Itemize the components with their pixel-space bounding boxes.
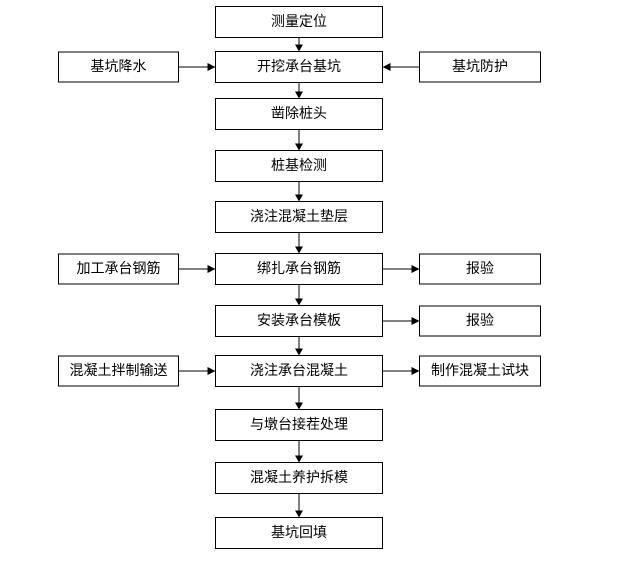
main-arrow-8 <box>295 386 303 410</box>
main-step-1: 测量定位 <box>215 6 383 38</box>
main-step-2: 开挖承台基坑 <box>215 51 383 83</box>
right-step-2-label: 报验 <box>466 261 494 277</box>
left-step-1-label: 基坑降水 <box>91 58 147 75</box>
right-arrow-4 <box>382 367 420 375</box>
right-arrow-3 <box>382 317 420 325</box>
left-arrow-3 <box>178 367 216 375</box>
left-step-3: 混凝土拌制输送 <box>58 355 179 387</box>
left-arrow-2 <box>178 265 216 273</box>
main-step-5: 浇注混凝土垫层 <box>215 201 383 233</box>
main-step-8: 浇注承台混凝土 <box>215 355 383 387</box>
main-arrow-6 <box>295 284 303 306</box>
right-arrow-1 <box>382 63 420 71</box>
main-step-5-label: 浇注混凝土垫层 <box>250 209 348 225</box>
left-step-2: 加工承台钢筋 <box>58 253 179 285</box>
main-arrow-5 <box>295 232 303 254</box>
right-step-3: 报验 <box>419 305 541 337</box>
main-step-4-label: 桩基检测 <box>271 157 327 174</box>
main-arrow-1 <box>295 37 303 52</box>
right-step-4-label: 制作混凝土试块 <box>431 363 529 379</box>
main-step-11-label: 基坑回填 <box>271 524 327 541</box>
main-step-6: 绑扎承台钢筋 <box>215 253 383 285</box>
main-step-7: 安装承台模板 <box>215 305 383 337</box>
left-step-1: 基坑降水 <box>58 51 179 83</box>
main-step-9-label: 与墩台接茬处理 <box>250 416 348 433</box>
right-step-1: 基坑防护 <box>419 51 541 83</box>
left-step-2-label: 加工承台钢筋 <box>77 260 161 277</box>
main-step-6-label: 绑扎承台钢筋 <box>257 260 341 277</box>
main-step-9: 与墩台接茬处理 <box>215 409 383 441</box>
main-arrow-4 <box>295 181 303 202</box>
main-step-1-label: 测量定位 <box>271 14 327 30</box>
main-step-11: 基坑回填 <box>215 517 383 549</box>
main-step-10-label: 混凝土养护拆模 <box>250 470 348 486</box>
right-step-1-label: 基坑防护 <box>452 58 508 75</box>
main-step-2-label: 开挖承台基坑 <box>257 58 341 75</box>
main-step-7-label: 安装承台模板 <box>257 313 341 329</box>
left-arrow-1 <box>178 63 216 71</box>
main-arrow-2 <box>295 82 303 99</box>
right-arrow-2 <box>382 265 420 273</box>
main-arrow-3 <box>295 129 303 151</box>
main-arrow-9 <box>295 440 303 463</box>
left-step-3-label: 混凝土拌制输送 <box>70 363 168 379</box>
main-step-4: 桩基检测 <box>215 150 383 182</box>
right-step-2: 报验 <box>419 253 541 285</box>
main-step-3: 凿除桩头 <box>215 98 383 130</box>
main-arrow-10 <box>295 493 303 518</box>
main-step-3-label: 凿除桩头 <box>271 105 327 122</box>
main-step-8-label: 浇注承台混凝土 <box>250 363 348 379</box>
main-arrow-7 <box>295 336 303 356</box>
main-step-10: 混凝土养护拆模 <box>215 462 383 494</box>
right-step-4: 制作混凝土试块 <box>419 355 541 387</box>
right-step-3-label: 报验 <box>466 313 494 329</box>
